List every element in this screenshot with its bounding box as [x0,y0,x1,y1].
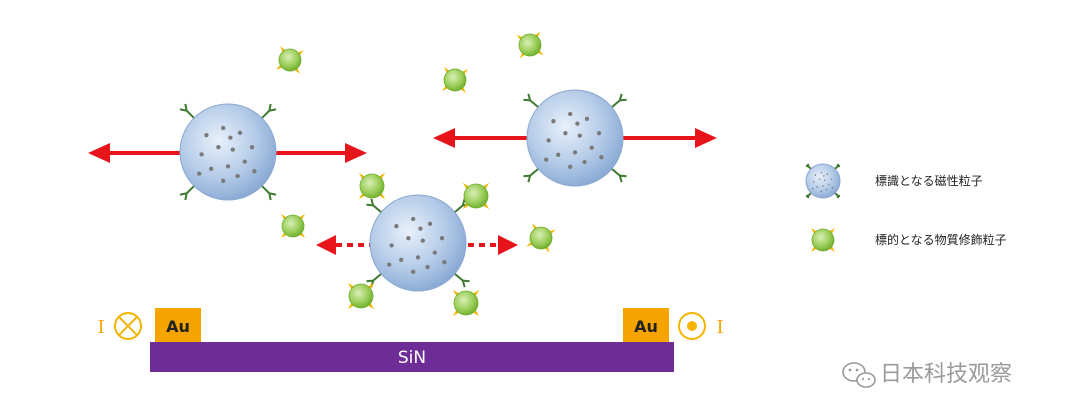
legend-target-sphere [810,227,836,253]
current-label-left: I [97,317,104,338]
watermark-text: 日本科技观察 [880,362,1012,387]
free-target-particle [280,213,306,239]
free-target-particle [526,223,556,253]
sin-substrate [150,342,674,372]
legend-magnetic-particle-icon [805,163,841,199]
bound-target-particle [462,182,490,210]
au-label-left: Au [166,317,190,336]
legend-target-label: 標的となる物質修飾粒子 [875,232,1007,247]
legend-target-particle-icon [810,227,836,253]
current-out-of-page-icon [678,312,706,340]
magnetic-particle-center [366,194,470,292]
free-target-particle [516,31,544,59]
free-target-particle [276,46,304,74]
substrate-label: SiN [398,348,426,368]
magnetic-particles [179,89,627,317]
sensor-device: SiN Au Au I I [97,308,724,372]
legend-magnetic-label: 標識となる磁性粒子 [875,173,983,188]
current-label-right: I [716,317,723,338]
legend-magnetic-sphere [805,163,841,199]
bound-target-particle [358,172,386,200]
legend: 標識となる磁性粒子 標的となる物質修飾粒子 [805,163,1007,253]
au-electrode-left [155,308,201,342]
au-label-right: Au [634,317,658,336]
watermark: 日本科技观察 [842,362,1012,388]
bound-target-particle [347,282,375,310]
au-electrode-right [623,308,669,342]
wechat-icon [842,362,876,388]
free-target-particles [276,31,556,253]
bound-target-particle [452,289,480,317]
current-into-page-icon [114,312,142,340]
free-target-particle [441,66,469,94]
magnetic-particle-left [179,103,277,201]
magnetic-particle-right [523,89,627,187]
